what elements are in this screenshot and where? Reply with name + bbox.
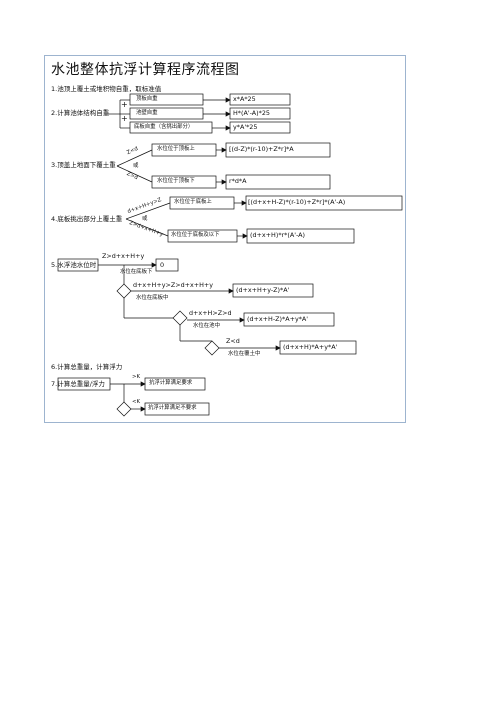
step2-bottom-box <box>129 121 213 134</box>
arrowhead <box>242 233 248 239</box>
step5-decision-1 <box>116 283 132 299</box>
step2-label: 2.计算池体结构自重 <box>51 109 110 117</box>
step3-box-upper-label: 水位位于顶板上 <box>157 146 195 152</box>
step4-formula-lower: (d+x+H)*r*(A'-A) <box>250 231 306 239</box>
step4-formula-lower-box <box>246 228 355 244</box>
step5-formula4-box <box>279 340 357 355</box>
step2-wall-formula: H*(A'-A)*25 <box>233 109 270 117</box>
step4-box-upper-label: 水位位于底板上 <box>174 199 212 205</box>
step5-cond2: d+x+H+y>Z>d+x+H+y <box>133 281 214 289</box>
step2-bottom-formula-box <box>229 121 291 134</box>
step3-box-lower-label: 水位位于顶板下 <box>157 178 195 184</box>
step4-branch-lower <box>125 218 169 237</box>
step5-note2: 水位在底板中 <box>136 295 169 301</box>
step3-branch-upper <box>116 149 153 167</box>
step3-branch-lower <box>116 165 153 183</box>
arrowhead <box>151 262 157 268</box>
step5-formula3-box <box>243 312 335 327</box>
flowchart-frame <box>44 55 406 423</box>
step2-top-label: 顶板自重 <box>136 96 158 102</box>
step5-note3: 水位在池中 <box>193 323 220 329</box>
step7-fail-cond: <K <box>132 399 141 405</box>
step2-bottom-label: 底板自重（含挑出部分） <box>134 124 194 130</box>
step5-formula1: 0 <box>160 261 165 269</box>
step2-top-box <box>129 93 204 106</box>
diagram-title: 水池整体抗浮计算程序流程图 <box>51 62 240 78</box>
step5-decision-2 <box>172 310 188 326</box>
step4-or: 或 <box>142 216 148 222</box>
step2-top-formula: x*A*25 <box>233 95 256 103</box>
arrowhead <box>140 406 146 412</box>
arrowhead <box>221 147 227 153</box>
arrowhead <box>241 200 247 206</box>
plus-sign: + <box>121 100 128 109</box>
plus-sign: + <box>121 114 128 123</box>
step2-bottom-formula: y*A'*25 <box>233 123 258 131</box>
step3-formula-lower: r*d*A <box>229 177 247 185</box>
step5-label: 5.水浮池水位时 <box>51 261 97 269</box>
step3-formula-upper: [(d-Z)*(r-10)+Z*r]*A <box>229 145 294 153</box>
arrowhead <box>239 317 245 323</box>
step7-decision <box>116 401 132 417</box>
step3-or: 或 <box>133 163 139 169</box>
step7-ok-result: 抗浮计算满足要求 <box>149 380 193 386</box>
arrowhead <box>221 179 227 185</box>
step2-wall-label: 池壁自重 <box>136 110 158 116</box>
step4-formula-upper: [(d+x+H-Z)*(r-10)+Z*r]*(A'-A) <box>248 198 346 206</box>
step5-cond3: d+x+H>Z>d <box>189 309 232 317</box>
step5-note1: 水位在底板下 <box>120 269 153 275</box>
step5-cond1: Z>d+x+H+y <box>102 252 145 260</box>
step5-formula1-box <box>155 258 179 272</box>
step4-box-lower-label: 水位位于底板及以下 <box>171 232 220 238</box>
step4-label: 4.底板挑出部分上覆土重 <box>51 215 123 223</box>
step6-label: 6.计算总重量，计算浮力 <box>51 363 123 371</box>
step3-formula-upper-box <box>225 142 331 158</box>
arrowhead <box>225 97 231 103</box>
arrowhead <box>225 125 231 131</box>
arrowhead <box>275 345 281 351</box>
step7-label: 7.计算总重量/浮力 <box>51 380 105 388</box>
step2-wall-formula-box <box>229 107 291 120</box>
step7-fail-box <box>144 402 210 416</box>
step2-wall-box <box>129 107 204 120</box>
arrowhead <box>225 111 231 117</box>
step5-cond4: Z<d <box>226 337 240 345</box>
step7-fail-result: 抗浮计算满足不要求 <box>148 405 197 411</box>
step4-formula-upper-box <box>245 195 403 211</box>
step4-branch-upper <box>125 202 171 220</box>
step3-formula-lower-box <box>225 174 331 190</box>
step7-ok-box <box>144 377 206 391</box>
step2-top-formula-box <box>229 93 291 106</box>
step3-label: 3.顶盖上地面下覆土重 <box>51 161 116 169</box>
step5-formula3: (d+x+H-Z)*A+y*A' <box>247 315 309 323</box>
arrowhead <box>228 288 234 294</box>
step5-note4: 水位在覆土中 <box>228 351 261 357</box>
step5-formula2-box <box>232 283 314 298</box>
step1-label: 1.池顶上覆土或堆积物自重，取标准值 <box>51 85 162 93</box>
step5-decision-3 <box>204 340 220 356</box>
step5-formula4: (d+x+H)*A+y*A' <box>283 343 338 351</box>
step5-formula2: (d+x+H+y-Z)*A' <box>236 286 290 294</box>
step7-ok-cond: >K <box>132 374 141 380</box>
arrowhead <box>140 381 146 387</box>
